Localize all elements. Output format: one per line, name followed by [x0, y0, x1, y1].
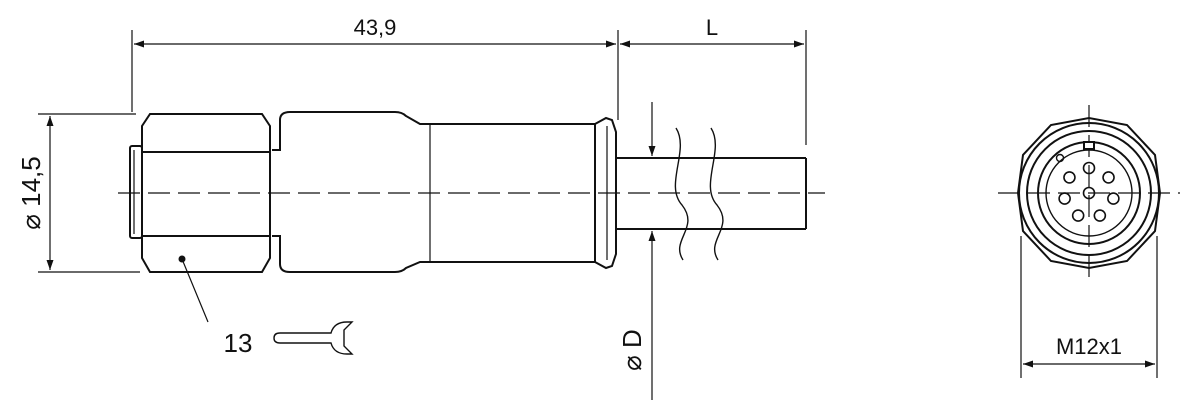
body-diameter-dimension: ⌀ 14,5 [16, 113, 140, 273]
cable-length-label: L [706, 15, 718, 40]
cable-diameter-label: ⌀ D [617, 329, 647, 371]
front-outer-ring [1018, 122, 1160, 264]
contact-pin-2 [1102, 171, 1115, 184]
wrench-icon [273, 321, 354, 355]
grip-body [272, 111, 617, 273]
front-view: M12x1 [998, 105, 1180, 378]
coding-key [1083, 141, 1095, 150]
callout-13: 13 [178, 255, 253, 358]
contact-pin-7 [1063, 171, 1076, 184]
contact-pin-6 [1058, 192, 1071, 205]
contact-pin-8 [1082, 186, 1096, 200]
socket-face [129, 145, 143, 239]
contact-pin-1 [1082, 161, 1096, 175]
callout-number: 13 [224, 328, 253, 358]
side-view: 43,9 L ⌀ 14,5 [16, 15, 825, 400]
contact-pin-5 [1071, 209, 1085, 222]
overall-length-label: 43,9 [354, 15, 397, 40]
cable-length-dimension: L [620, 15, 807, 145]
cable-diameter-dimension: ⌀ D [617, 102, 656, 400]
overall-length-dimension: 43,9 [131, 15, 619, 120]
thread-label: M12x1 [1056, 334, 1122, 359]
contact-pins [1058, 161, 1120, 222]
body-diameter-label: ⌀ 14,5 [16, 156, 46, 229]
cable [616, 127, 807, 261]
contact-pin-4 [1093, 209, 1107, 222]
thread-dimension: M12x1 [1020, 236, 1158, 378]
contact-pin-3 [1107, 192, 1120, 205]
coupling-nut [141, 113, 271, 273]
